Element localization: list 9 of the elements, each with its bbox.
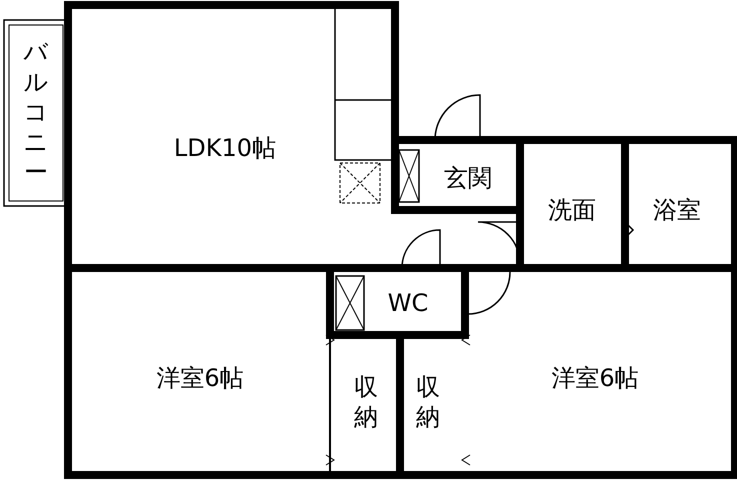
- room-label: 浴室: [653, 196, 701, 224]
- room-label: 洗面: [548, 196, 596, 224]
- room-label: 洋室6帖: [156, 364, 244, 392]
- room-label: LDK10帖: [174, 134, 276, 162]
- room-label: WC: [388, 290, 428, 316]
- room-label: 収納: [353, 372, 379, 432]
- room-label: 玄関: [444, 164, 492, 192]
- room-label: 収納: [415, 372, 441, 432]
- room-label: 洋室6帖: [551, 364, 639, 392]
